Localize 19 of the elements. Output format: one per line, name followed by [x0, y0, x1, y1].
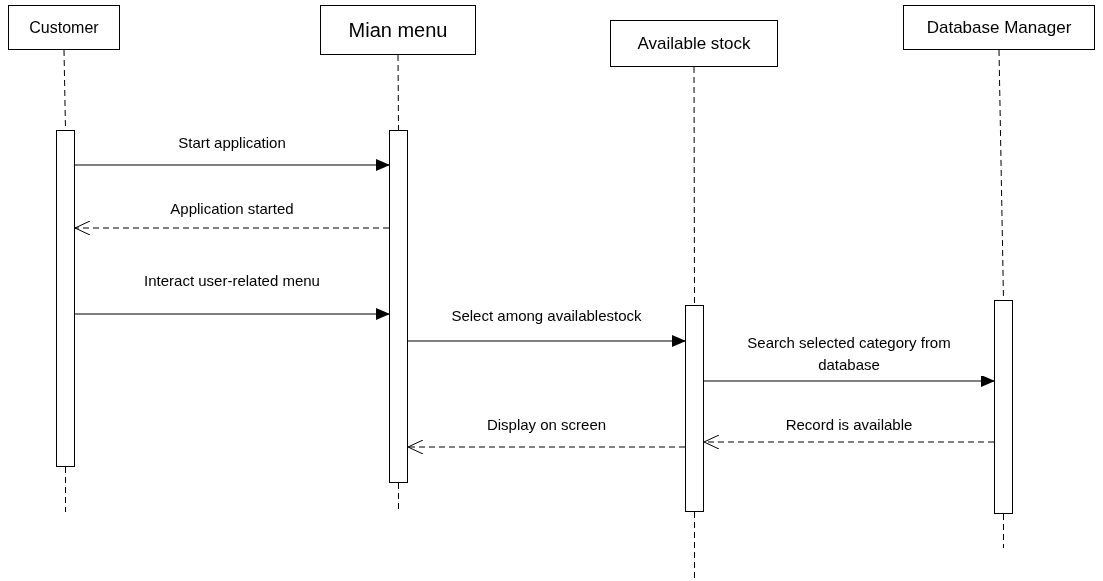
activation-bar: [389, 130, 408, 483]
return-message-arrow: [74, 220, 390, 236]
activation-bar: [685, 305, 704, 512]
return-message-arrow: [407, 439, 686, 455]
message-arrow: [703, 375, 995, 387]
lifeline: [397, 54, 399, 131]
lifeline: [1003, 513, 1004, 549]
activation-bar: [56, 130, 75, 467]
message-arrow: [74, 159, 390, 171]
message-arrow: [407, 335, 686, 347]
lifeline: [694, 511, 695, 581]
lifeline: [65, 466, 66, 513]
activation-bar: [994, 300, 1013, 514]
lifeline-header-box: Database Manager: [903, 5, 1095, 50]
message-arrow: [74, 308, 390, 320]
lifeline: [693, 66, 695, 306]
lifeline-header-box: Available stock: [610, 20, 778, 67]
lifeline-header-box: Mian menu: [320, 5, 476, 55]
lifeline-header-box: Customer: [8, 5, 120, 50]
